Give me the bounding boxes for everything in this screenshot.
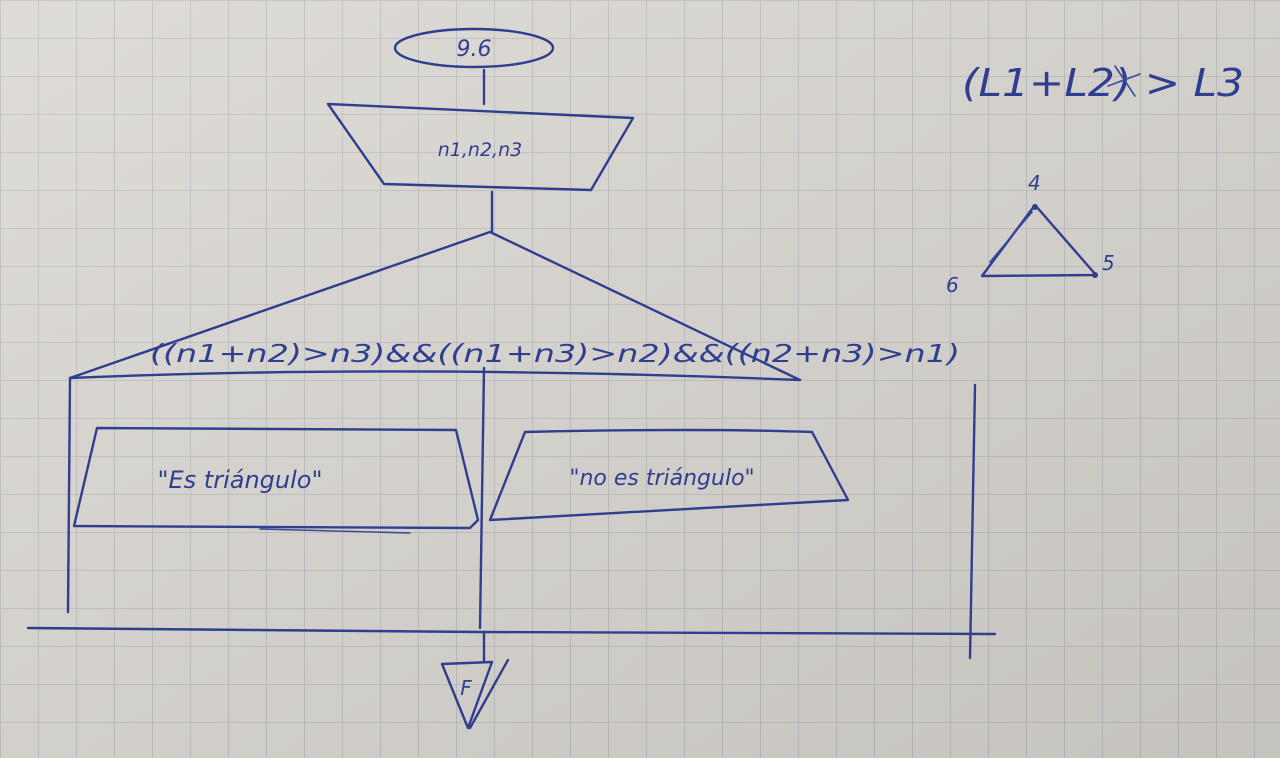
end-node: F xyxy=(440,658,510,730)
start-node: 9.6 xyxy=(393,27,555,69)
merge-line xyxy=(26,626,997,636)
left-branch-line xyxy=(66,376,72,614)
vertex-label-left: 6 xyxy=(946,273,959,297)
condition-node: ((n1+n2)>n3)&&((n1+n3)>n2)&&((n2+n3)>n1) xyxy=(68,230,960,382)
formula-label: (L1+L2) > L3 xyxy=(962,61,1244,105)
condition-label: ((n1+n2)>n3)&&((n1+n3)>n2)&&((n2+n3)>n1) xyxy=(150,339,960,368)
vertex-label-top: 4 xyxy=(1028,171,1041,195)
input-label: n1,n2,n3 xyxy=(438,139,522,161)
formula-note: (L1+L2) > L3 xyxy=(962,61,1244,105)
triangle-sketch: 4 5 6 xyxy=(946,171,1115,297)
false-output-node: "no es triángulo" xyxy=(488,428,850,522)
scribble-mark xyxy=(1114,65,1136,97)
center-divider-line xyxy=(478,366,486,630)
input-node: n1,n2,n3 xyxy=(326,102,635,192)
vertex-label-right: 5 xyxy=(1102,251,1115,275)
end-label: F xyxy=(460,676,472,700)
start-label: 9.6 xyxy=(457,37,492,62)
true-output-node: "Es triángulo" xyxy=(72,426,480,534)
true-output-label: "Es triángulo" xyxy=(157,466,322,494)
right-branch-line xyxy=(968,383,977,660)
false-output-label: "no es triángulo" xyxy=(569,466,754,491)
